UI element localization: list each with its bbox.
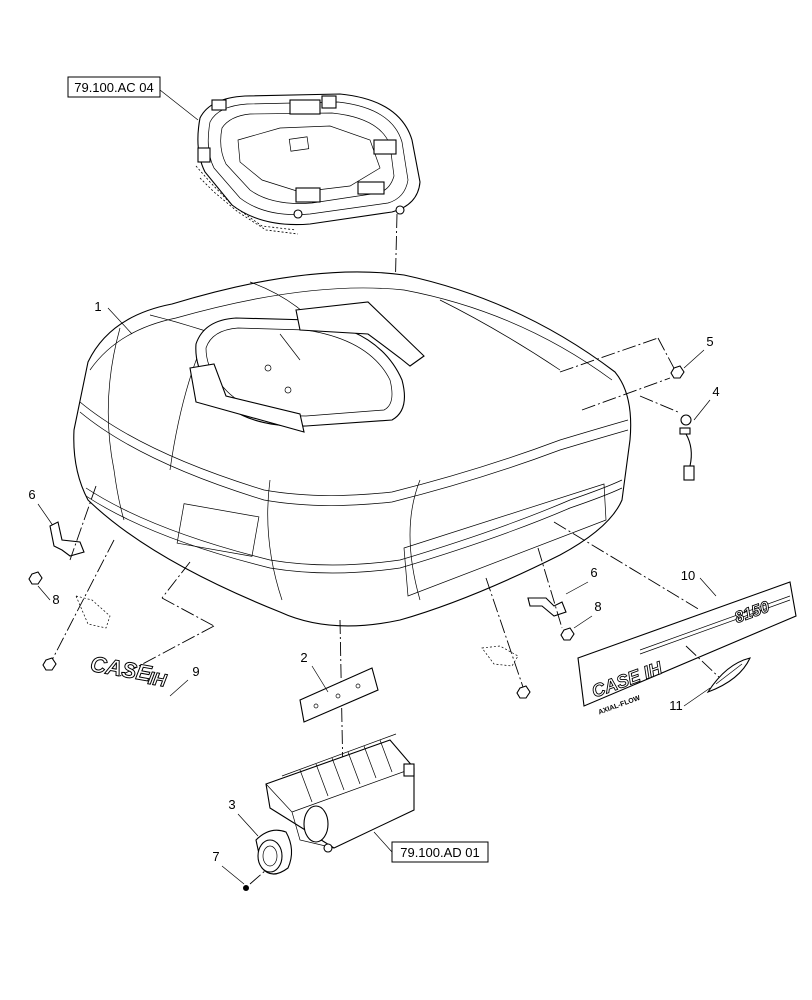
callout-8-right[interactable]: 8 [594,599,601,614]
badge-part-11[interactable] [706,657,751,694]
sensor-part-4[interactable] [679,414,695,481]
ref-label-top[interactable]: 79.100.AC 04 [74,80,154,95]
plate-part-2[interactable] [299,667,379,723]
callout-10[interactable]: 10 [681,568,695,583]
callout-11[interactable]: 11 [669,698,683,713]
bolt-part-8-right[interactable] [560,627,575,641]
callout-5[interactable]: 5 [706,334,713,349]
screw-part-7[interactable] [243,885,249,891]
callout-8-left[interactable]: 8 [52,592,59,607]
nut-part-5[interactable] [670,365,685,379]
hardware-outline-left [75,595,111,629]
bolt-part-8-left[interactable] [28,571,43,585]
ref-box-top[interactable] [67,76,161,98]
collar-part-3[interactable] [255,829,293,875]
callout-9[interactable]: 9 [192,664,199,679]
callout-7[interactable]: 7 [212,849,219,864]
hatch-assembly: 79.100.AC 04 [67,76,421,235]
hardware-outline-right [481,645,519,667]
ref-label-bottom[interactable]: 79.100.AD 01 [400,845,480,860]
callout-2[interactable]: 2 [300,650,307,665]
bracket-part-6-right[interactable] [527,597,567,617]
bracket-part-6-left[interactable] [49,521,85,557]
callout-1[interactable]: 1 [94,299,101,314]
callout-6-left[interactable]: 6 [28,487,35,502]
auger-box-assembly[interactable] [265,733,415,853]
logo-decal-part-9[interactable]: CASE IH [88,651,169,692]
callout-3[interactable]: 3 [228,797,235,812]
callout-4[interactable]: 4 [712,384,719,399]
model-decal-part-10[interactable]: CASE IH 8150 AXIAL-FLOW [577,581,797,716]
svg-text:IH: IH [147,668,169,691]
svg-text:CASE: CASE [89,651,155,686]
callout-6-right[interactable]: 6 [590,565,597,580]
grain-tank-cover[interactable] [73,271,632,627]
